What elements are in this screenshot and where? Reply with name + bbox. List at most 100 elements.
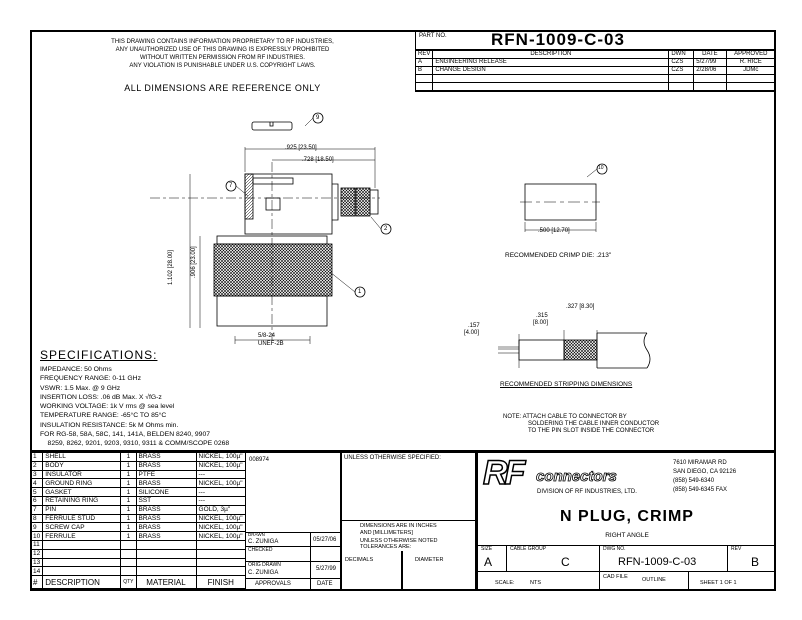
part-material: BRASS xyxy=(135,478,197,489)
balloon-7: 7 xyxy=(229,183,233,189)
rev-label: REV xyxy=(731,546,742,552)
balloon-10: 10 xyxy=(598,165,604,171)
spec-line: WORKING VOLTAGE: 1k V rms @ sea level xyxy=(40,403,175,411)
part-finish: NICKEL, 100µ" xyxy=(195,522,247,533)
spec-line: FOR RG-58, 58A, 58C, 141, 141A, BELDEN 8… xyxy=(40,431,211,439)
notice-line: ANY UNAUTHORIZED USE OF THIS DRAWING IS … xyxy=(115,47,330,53)
part-number: 3 xyxy=(29,469,44,480)
size-value: A xyxy=(484,555,493,569)
strip-dim: [8.00] xyxy=(533,320,549,326)
orig-drawn-label: ORIG DRAWN xyxy=(248,562,281,568)
part-description: INSULATOR xyxy=(42,469,122,480)
part-qty xyxy=(120,566,137,577)
screw-cap xyxy=(251,121,293,131)
strip-dim: .327 [8.30] xyxy=(566,304,595,310)
strip-dim: [4.00] xyxy=(464,330,480,336)
notice-line: THIS DRAWING CONTAINS INFORMATION PROPRI… xyxy=(111,39,334,45)
part-number-box: PART NO. RFN-1009-C-03 xyxy=(415,30,776,50)
part-number: 2 xyxy=(29,460,44,471)
part-number: 1 xyxy=(29,452,44,462)
specifications-list: IMPEDANCE: 50 Ohms FREQUENCY RANGE: 0-11… xyxy=(40,365,229,449)
cable-braid xyxy=(563,339,598,361)
approval-code: 008974 xyxy=(249,457,270,463)
drawn-date: 05/27/06 xyxy=(313,537,337,543)
thread-size: 5/8-24 xyxy=(258,333,276,339)
drawn-label: DRAWN xyxy=(248,532,265,537)
title-block-divider xyxy=(30,450,776,452)
part-description xyxy=(42,539,122,550)
part-description: SHELL xyxy=(42,452,122,462)
part-row: 13 xyxy=(29,557,247,568)
part-number: 9 xyxy=(29,522,44,533)
scale-value: NTS xyxy=(530,580,541,586)
balloon-2: 2 xyxy=(384,226,388,232)
strip-dim: .315 xyxy=(536,313,548,319)
checked-label: CHECKED xyxy=(248,547,273,553)
part-qty xyxy=(120,539,137,550)
dim-height: 1.102 [28.00] xyxy=(168,249,174,285)
notice-line: WITHOUT WRITTEN PERMISSION FROM RF INDUS… xyxy=(140,55,305,61)
part-material: SILICONE xyxy=(135,487,197,497)
part-qty: 1 xyxy=(120,452,137,462)
size-label: SIZE xyxy=(481,546,493,552)
dim-overall: .925 [23.50] xyxy=(285,145,317,151)
part-number: RFN-1009-C-03 xyxy=(491,30,625,49)
spec-line: TEMPERATURE RANGE: -65°C TO 85°C xyxy=(40,412,167,420)
specifications-title: SPECIFICATIONS: xyxy=(40,348,158,362)
tolerance-box xyxy=(341,452,476,591)
date-header: DATE xyxy=(317,581,333,587)
approvals-header: APPROVALS xyxy=(255,581,291,587)
notice-line: ANY VIOLATION IS PUNISHABLE UNDER U.S. C… xyxy=(129,63,316,69)
ferrule-stud xyxy=(340,187,356,217)
address-line: SAN DIEGO, CA 92126 xyxy=(673,469,737,475)
orig-drawn-by: C. ZUNIGA xyxy=(248,570,279,576)
part-material: PTFE xyxy=(135,469,197,480)
body xyxy=(244,173,333,235)
part-description: SCREW CAP xyxy=(42,522,122,533)
part-material xyxy=(135,566,197,577)
proprietary-notice: THIS DRAWING CONTAINS INFORMATION PROPRI… xyxy=(30,38,415,70)
part-number: 13 xyxy=(29,557,44,568)
part-number: 4 xyxy=(29,478,44,489)
spec-line: 8259, 8262, 9201, 9203, 9310, 9311 & COM… xyxy=(40,440,230,448)
part-finish: NICKEL, 100µ" xyxy=(195,460,247,471)
part-material xyxy=(135,557,197,568)
part-number: 14 xyxy=(29,566,44,577)
pin xyxy=(265,197,281,211)
solder-note: TO THE PIN SLOT INSIDE THE CONNECTOR xyxy=(528,428,655,434)
part-description: RETAINING RING xyxy=(42,495,122,506)
part-number: 6 xyxy=(29,495,44,506)
part-qty: 1 xyxy=(120,513,137,524)
part-material: BRASS xyxy=(135,504,197,515)
material-header: MATERIAL xyxy=(135,575,197,590)
part-description xyxy=(42,557,122,568)
part-qty xyxy=(120,548,137,559)
dim-offset: .728 [18.50] xyxy=(302,157,334,163)
part-row: 11 xyxy=(29,539,247,550)
spec-line: INSERTION LOSS: .06 dB Max. X √fG-z xyxy=(40,393,162,401)
part-finish: NICKEL, 100µ" xyxy=(195,513,247,524)
description-header: DESCRIPTION xyxy=(42,575,122,590)
part-finish xyxy=(195,566,247,577)
part-row: 12 xyxy=(29,548,247,559)
strip-note: RECOMMENDED STRIPPING DIMENSIONS xyxy=(500,381,633,388)
finish-header: FINISH xyxy=(195,575,247,590)
address-line: (858) 549-6340 xyxy=(673,478,715,484)
part-material xyxy=(135,539,197,550)
part-qty: 1 xyxy=(120,469,137,480)
spec-line: IMPEDANCE: 50 Ohms xyxy=(40,366,112,373)
part-qty: 1 xyxy=(120,504,137,515)
strip-dim: .157 xyxy=(468,323,480,329)
part-qty: 1 xyxy=(120,478,137,489)
